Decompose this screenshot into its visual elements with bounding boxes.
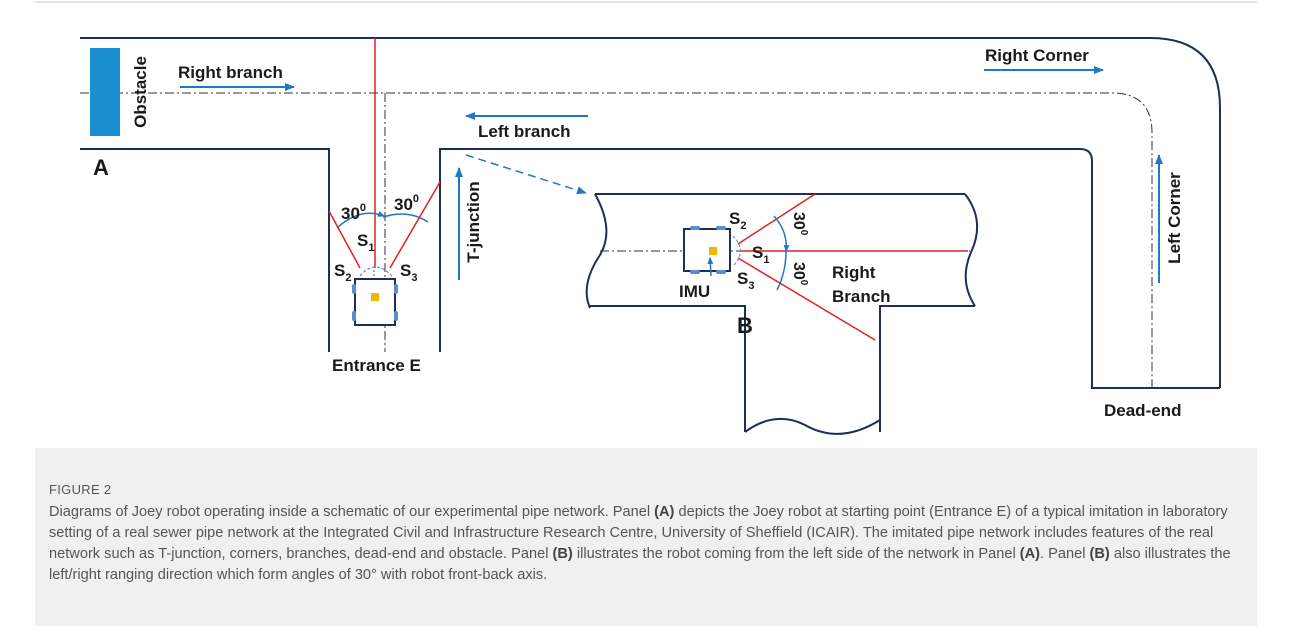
sensor-s1-label: S1 <box>357 231 374 254</box>
left-branch-label: Left branch <box>478 122 571 141</box>
sensor-s2-label: S2 <box>334 261 351 284</box>
panel-b-label: B <box>737 313 753 338</box>
right-corner-label: Right Corner <box>985 46 1089 65</box>
sensor-b-s3-label: S3 <box>737 269 754 292</box>
imu-label: IMU <box>679 282 710 301</box>
caption-panel-ref: (A) <box>1019 546 1041 562</box>
panel-a-label: A <box>93 155 109 180</box>
right-branch-b-label-line2: Branch <box>832 287 891 306</box>
imu-chip-panel-b <box>709 247 717 255</box>
imu-chip-panel-a <box>371 293 379 301</box>
panel-a-sensor-rays <box>328 38 441 269</box>
angle-top-label: 300 <box>790 212 809 236</box>
angle-right-label: 300 <box>394 193 419 214</box>
t-junction-label: T-junction <box>464 181 483 262</box>
angle-arc-top <box>773 215 790 252</box>
caption-segment: . Panel <box>1040 546 1090 562</box>
angle-arc-bottom <box>776 250 787 291</box>
obstacle-block <box>90 48 120 136</box>
sensor-b-s2-label: S2 <box>729 209 746 232</box>
caption-panel-ref: (B) <box>1089 546 1110 562</box>
caption-segment: Diagrams of Joey robot operating inside … <box>49 504 655 520</box>
caption-segment: also illustrates the left/right ranging … <box>49 546 1231 583</box>
caption-text: Diagrams of Joey robot operating inside … <box>49 502 1244 586</box>
caption-title: FIGURE 2 <box>49 482 112 497</box>
angle-arc-left <box>336 211 385 229</box>
angle-bottom-label: 300 <box>790 262 809 286</box>
panel-link-arrow <box>465 154 587 195</box>
caption-segment: illustrates the robot coming from the le… <box>572 546 1020 562</box>
angle-left-label: 300 <box>341 202 366 223</box>
sensor-b-s1-label: S1 <box>752 243 769 266</box>
caption-panel-ref: (A) <box>654 504 675 520</box>
panel-a-centerlines <box>80 92 1153 388</box>
caption-box: FIGURE 2 Diagrams of Joey robot operatin… <box>35 448 1257 626</box>
obstacle-label: Obstacle <box>131 56 150 128</box>
panel-b-pipe-walls <box>585 193 979 435</box>
robot-panel-a <box>352 266 398 326</box>
right-branch-b-label-line1: Right <box>832 263 876 282</box>
sensor-s3-label: S3 <box>400 261 417 284</box>
dead-end-label: Dead-end <box>1104 401 1181 420</box>
left-corner-label: Left Corner <box>1165 172 1184 264</box>
entrance-label: Entrance E <box>332 356 421 375</box>
caption-segment: depicts the Joey robot at starting point… <box>49 504 1228 562</box>
robot-panel-b <box>683 226 742 277</box>
caption-panel-ref: (B) <box>552 546 573 562</box>
angle-arc-right <box>382 213 429 223</box>
right-branch-label: Right branch <box>178 63 283 82</box>
panel-a-pipe-walls <box>80 37 1221 389</box>
